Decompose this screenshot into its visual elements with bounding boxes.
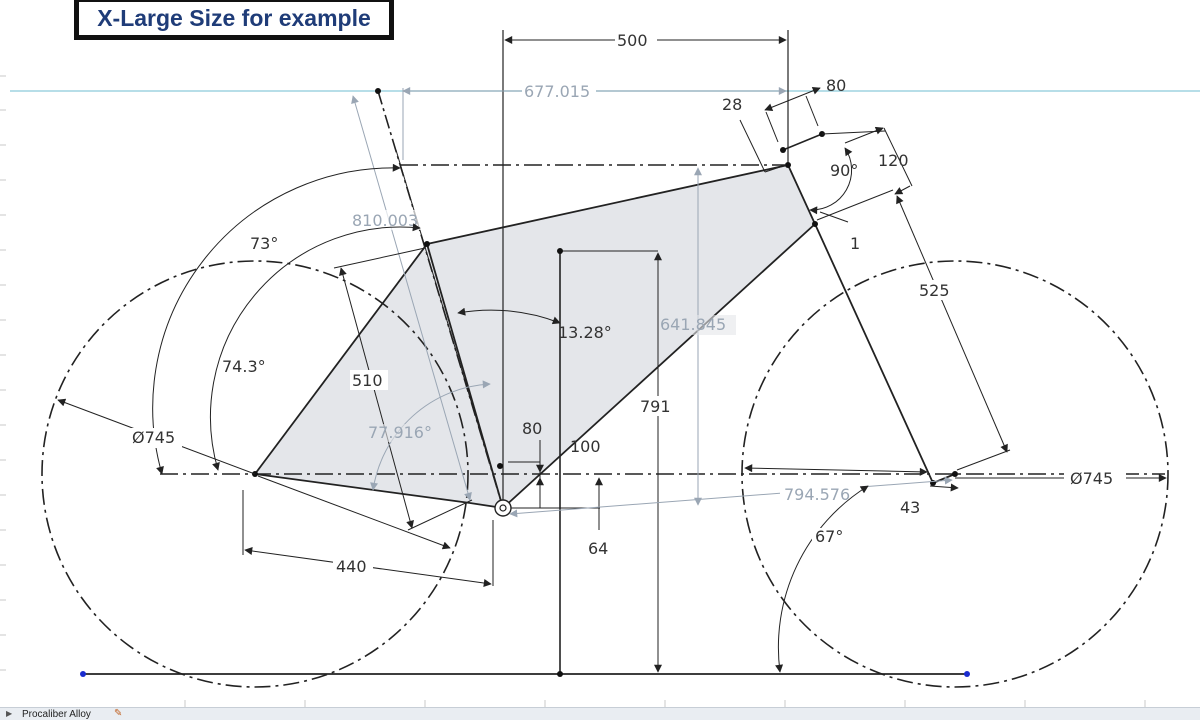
dim-440-label: 440 <box>336 557 367 576</box>
dim-677-label: 677.015 <box>524 82 590 101</box>
dim-80-bb-label: 80 <box>522 419 542 438</box>
dim-794-line <box>509 476 953 518</box>
dim-525-line <box>896 195 1008 453</box>
sheet-tab[interactable]: Procaliber Alloy <box>22 709 91 720</box>
title-box: X-Large Size for example <box>74 0 394 40</box>
dim-510-label: 510 <box>352 371 383 390</box>
bottom-bracket-inner <box>499 504 507 512</box>
dim-500-label: 500 <box>617 31 648 50</box>
dim-73deg-label: 73° <box>250 234 278 253</box>
dim-13deg-label: 13.28° <box>558 323 612 342</box>
stem <box>782 133 823 151</box>
dim-80-stem-label: 80 <box>826 76 846 95</box>
dim-74deg-label: 74.3° <box>222 357 266 376</box>
rear-contact-point <box>80 671 86 677</box>
dim-791-label: 791 <box>640 397 671 416</box>
dim-525-label: 525 <box>919 281 950 300</box>
dim-43-label: 43 <box>900 498 920 517</box>
tab-document-icon[interactable]: ✎ <box>114 708 123 719</box>
tab-scroll-icon[interactable]: ▶ <box>6 709 13 718</box>
dim-77deg-label: 77.916° <box>368 423 432 442</box>
front-contact-point <box>964 671 970 677</box>
frame-triangle-fill <box>255 165 815 508</box>
dim-1-label: 1 <box>850 234 860 253</box>
dim-100-label: 100 <box>570 437 601 456</box>
dim-64-label: 64 <box>588 539 608 558</box>
sheet-ruler-ticks <box>0 75 1146 707</box>
dim-794-label: 794.576 <box>784 485 850 504</box>
dim-745-left-label: Ø745 <box>132 428 175 447</box>
dim-120-label: 120 <box>878 151 909 170</box>
dim-28-label: 28 <box>722 95 742 114</box>
dim-745-right-label: Ø745 <box>1070 469 1113 488</box>
dim-641-label: 641.845 <box>660 315 726 334</box>
dim-67deg-label: 67° <box>815 527 843 546</box>
sheet-tab-bar: ▶ Procaliber Alloy ✎ <box>0 707 1200 720</box>
page-title: X-Large Size for example <box>97 5 371 31</box>
dim-90deg-label: 90° <box>830 161 858 180</box>
